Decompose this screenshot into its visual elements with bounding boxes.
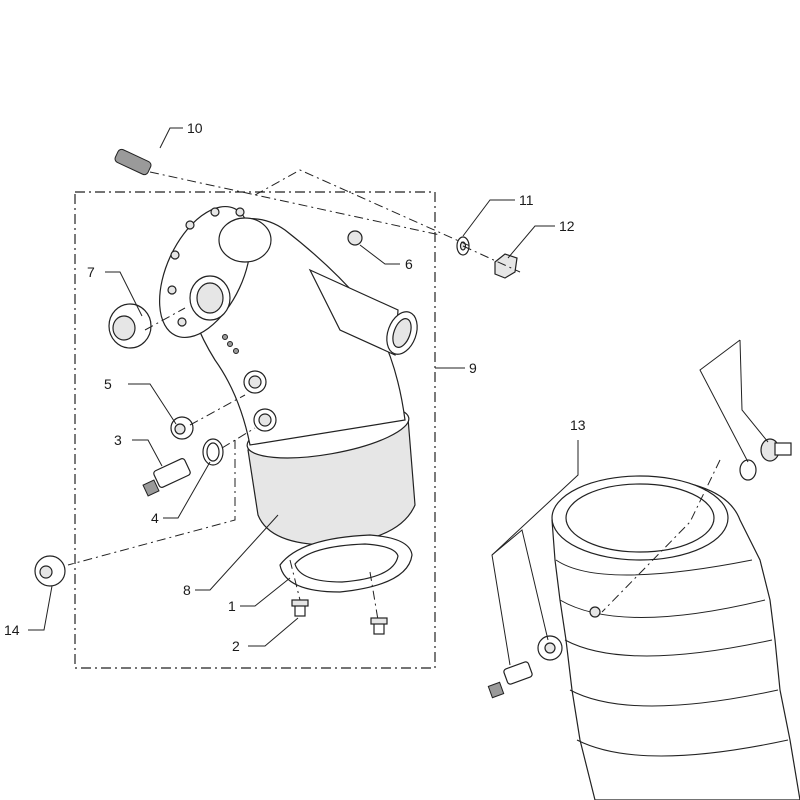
hose-sensor [487,661,533,699]
hose-nipple [760,438,792,462]
leader-lines [28,127,769,666]
bushing [34,555,66,587]
nut [494,253,518,279]
callout-9: 9 [469,360,477,376]
callout-8: 8 [183,582,191,598]
callout-13: 13 [570,417,586,433]
seal-ring [202,438,224,466]
threaded-stud [114,148,152,176]
callout-3: 3 [114,432,122,448]
hose-small-washer [739,459,757,481]
callout-5: 5 [104,376,112,392]
callout-7: 7 [87,264,95,280]
callout-14: 14 [4,622,20,638]
callout-labels: 10 11 12 6 7 9 5 3 4 8 1 2 14 13 [4,120,586,654]
callout-6: 6 [405,256,413,272]
callout-10: 10 [187,120,203,136]
elbow-housing [158,205,418,546]
assembly-lines [67,169,721,621]
gasket [279,534,413,593]
plug [347,230,363,246]
hose-washer [537,635,563,661]
bolt-right [370,617,388,635]
temperature-sensor [142,458,191,497]
bolt-left [291,599,309,617]
callout-4: 4 [151,510,159,526]
flexible-hose [551,475,800,800]
fitting [170,416,194,440]
callout-12: 12 [559,218,575,234]
assembly-frame [74,191,436,669]
callout-1: 1 [228,598,236,614]
port-adapter [108,303,152,349]
callout-2: 2 [232,638,240,654]
callout-11: 11 [519,192,534,208]
